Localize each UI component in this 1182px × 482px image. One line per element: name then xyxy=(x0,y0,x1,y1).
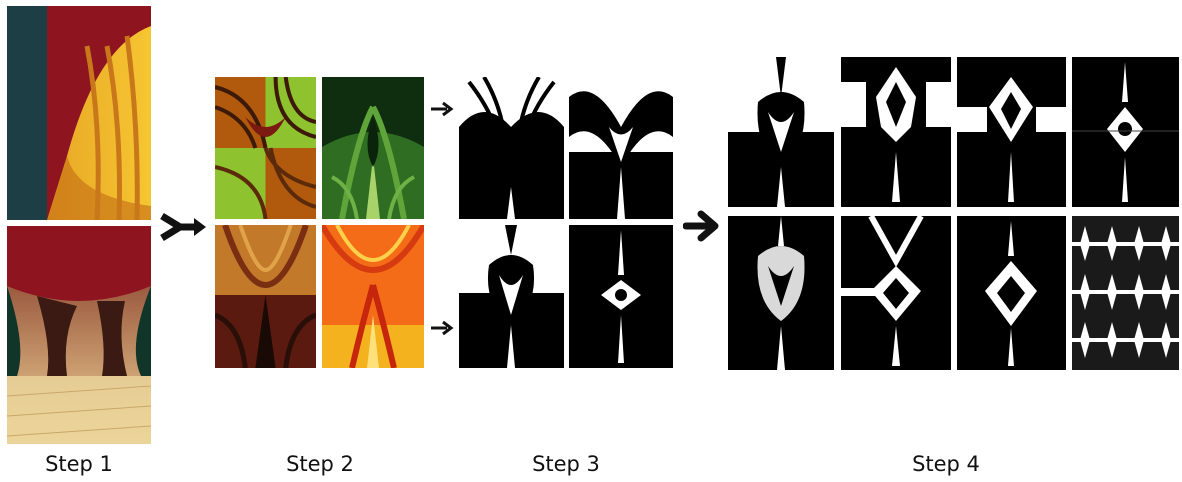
right-arrow-icon-bottom xyxy=(429,320,455,336)
step4-tile-3 xyxy=(957,57,1066,207)
step4-tile-7 xyxy=(957,216,1066,370)
step3-bw-tile-1 xyxy=(459,77,564,219)
right-arrow-icon-top xyxy=(429,101,455,117)
step2-quad-tile xyxy=(215,77,316,219)
step4-tile-1 xyxy=(728,57,834,207)
step4-tile-2 xyxy=(841,57,951,207)
step3-bw-tile-3 xyxy=(459,225,564,368)
step2-brown-tile xyxy=(215,225,316,368)
step2-orange-tile xyxy=(322,225,424,368)
step2-green-tile xyxy=(322,77,424,219)
step2-label: Step 2 xyxy=(286,452,354,476)
right-arrow-icon-large xyxy=(683,210,721,242)
step1-curtain-photo-top xyxy=(7,6,151,220)
step4-tile-6 xyxy=(841,216,951,370)
step4-tile-4 xyxy=(1072,57,1179,207)
merge-arrow-icon xyxy=(158,212,210,242)
step3-bw-tile-2 xyxy=(569,77,673,219)
step4-tile-8-pattern xyxy=(1072,216,1179,370)
step3-label: Step 3 xyxy=(532,452,600,476)
step4-label: Step 4 xyxy=(912,452,980,476)
step1-stage-photo-bottom xyxy=(7,226,151,444)
step3-bw-tile-4 xyxy=(569,225,673,368)
step4-tile-5 xyxy=(728,216,834,370)
step1-label: Step 1 xyxy=(45,452,113,476)
